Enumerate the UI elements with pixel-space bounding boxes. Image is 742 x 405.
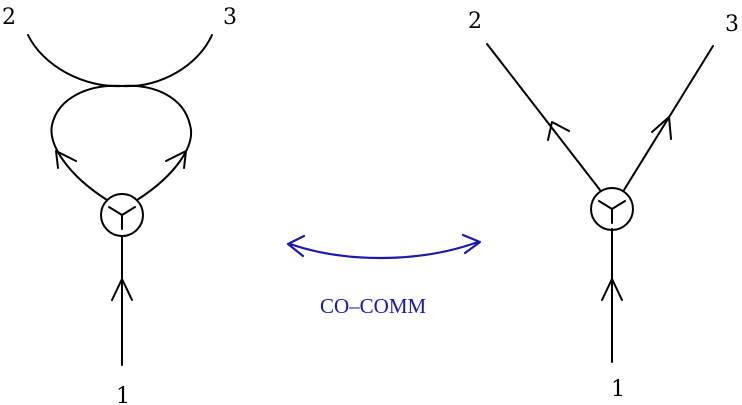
right-output-arrowhead-2 bbox=[547, 121, 570, 141]
right-label-2: 2 bbox=[468, 9, 482, 34]
right-label-3: 3 bbox=[725, 12, 739, 37]
left-label-1: 1 bbox=[116, 384, 130, 405]
arrowhead-left bbox=[286, 234, 306, 258]
arrowhead-right bbox=[461, 233, 482, 255]
right-label-1: 1 bbox=[611, 377, 625, 402]
left-label-3: 3 bbox=[223, 5, 237, 30]
left-loop-arrowhead-left bbox=[55, 150, 77, 169]
left-loop-arrowhead-right bbox=[165, 150, 187, 169]
left-label-2: 2 bbox=[2, 5, 16, 30]
left-crossed-strand-a bbox=[50, 34, 213, 201]
right-output-strand-2 bbox=[486, 43, 601, 191]
cocommutativity-relation: CO–COMM bbox=[286, 233, 482, 318]
double-headed-arrow bbox=[288, 240, 480, 260]
right-diagram: 1 2 3 bbox=[468, 9, 739, 402]
left-input-arrowhead bbox=[111, 278, 133, 301]
right-coproduct-vertex bbox=[590, 187, 634, 231]
right-input-arrowhead bbox=[601, 278, 623, 301]
left-coproduct-vertex bbox=[100, 193, 144, 237]
left-crossed-strand-b bbox=[27, 34, 192, 201]
right-output-arrowhead-3 bbox=[651, 116, 672, 140]
relation-caption: CO–COMM bbox=[320, 294, 427, 318]
left-diagram: 1 2 3 bbox=[2, 5, 237, 405]
